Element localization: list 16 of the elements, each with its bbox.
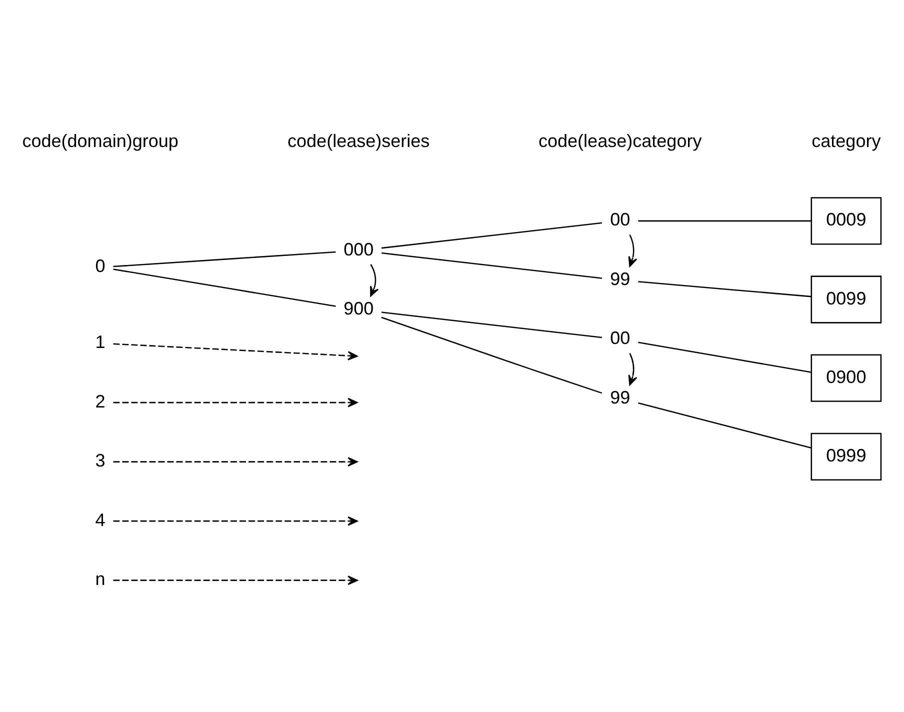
- label: code(lease)series: [288, 130, 430, 151]
- node-text: 1: [95, 332, 106, 352]
- node-text: 99: [610, 268, 630, 288]
- node-text: n: [95, 568, 106, 589]
- node-text: 4: [95, 509, 106, 530]
- node-text: 99: [610, 386, 630, 407]
- label: code(lease)category: [538, 130, 702, 151]
- node-text: 900: [344, 298, 374, 318]
- label: category: [812, 130, 881, 151]
- node-text: 2: [95, 390, 106, 411]
- node-text: 000: [344, 238, 374, 259]
- node-text: 3: [95, 450, 106, 470]
- node-text: 00: [610, 328, 630, 348]
- label: code(domain)group: [22, 130, 178, 151]
- node-text: 00: [610, 209, 630, 230]
- node-text: 0: [95, 256, 106, 276]
